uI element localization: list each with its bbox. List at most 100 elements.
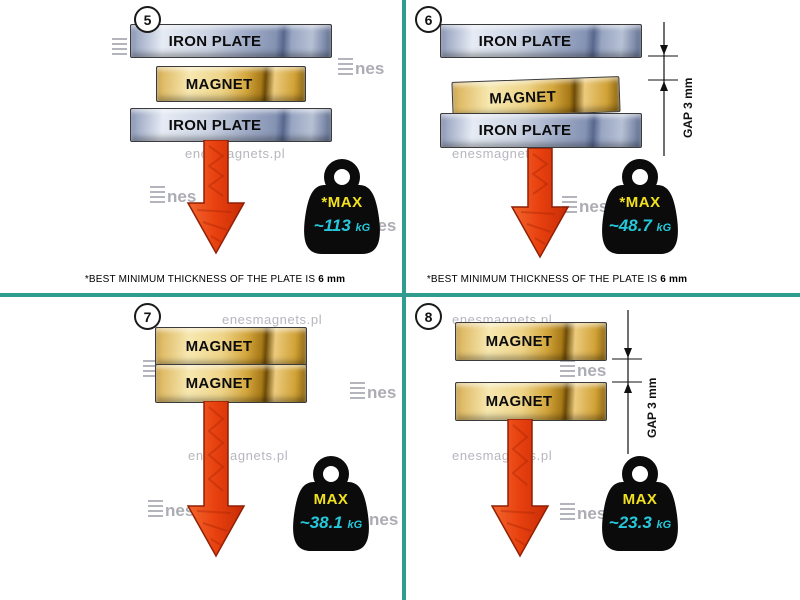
max-label: MAX xyxy=(622,491,658,508)
arrow-shape xyxy=(186,401,246,558)
footnote-text: *BEST MINIMUM THICKNESS OF THE PLATE IS xyxy=(84,274,319,285)
magnet-label: MAGNET xyxy=(485,393,553,410)
weight-value: ~48.7 kG xyxy=(596,216,684,236)
magnet-label: MAGNET xyxy=(489,87,557,108)
magnet-label: MAGNET xyxy=(485,333,553,350)
force-arrow xyxy=(490,419,550,558)
magnet-label: MAGNET xyxy=(185,75,253,93)
footnote-bold: 6 mm xyxy=(318,274,346,285)
weight-value: ~113 kG xyxy=(298,216,386,236)
enes-logo-bars xyxy=(112,38,127,57)
panel-7: enesmagnets.pl enesmagnets.pl nes nes ne… xyxy=(0,297,402,600)
iron-plate-bar-top: IRON PLATE xyxy=(440,24,642,58)
enes-logo-text: nes xyxy=(367,383,397,402)
enes-logo-text: nes xyxy=(165,501,195,520)
iron-plate-label: IRON PLATE xyxy=(478,32,572,50)
step-number-badge: 6 xyxy=(415,6,442,33)
site-watermark: enesmagnets.pl xyxy=(452,146,553,161)
enes-logo-text: nes xyxy=(579,197,609,216)
force-arrow xyxy=(510,148,570,259)
panel-8: enesmagnets.pl enesmagnets.pl nes nes 8 … xyxy=(406,297,800,600)
arrow-shape xyxy=(186,140,246,255)
max-label: MAX xyxy=(313,491,349,508)
max-label: *MAX xyxy=(321,194,363,211)
magnet-label: MAGNET xyxy=(185,375,253,392)
magnet-bar: MAGNET xyxy=(156,66,306,102)
enes-logo-watermark: nes xyxy=(560,360,606,379)
weight-kettlebell: MAX ~23.3 kG xyxy=(596,455,684,555)
panel-5: enesmagnets.pl nes nes nes nes 5 IRON PL… xyxy=(0,0,402,293)
footnote-bold: 6 mm xyxy=(660,274,688,285)
arrow-shape xyxy=(490,419,550,558)
weight-number: ~38.1 xyxy=(299,513,343,532)
enes-logo-text: nes xyxy=(167,187,197,206)
iron-plate-bar-top: IRON PLATE xyxy=(130,24,332,58)
enes-logo-bars xyxy=(148,500,163,519)
weight-unit: kG xyxy=(355,222,371,234)
iron-plate-bar-bottom: IRON PLATE xyxy=(130,108,332,142)
enes-logo-watermark: nes xyxy=(560,503,606,522)
weight-kettlebell: *MAX ~48.7 kG xyxy=(596,158,684,258)
weight-kettlebell: MAX ~38.1 kG xyxy=(287,455,375,555)
iron-plate-label: IRON PLATE xyxy=(168,116,262,134)
kettlebell-icon xyxy=(304,159,380,254)
enes-logo-text: nes xyxy=(355,59,385,78)
panel-6: enesmagnets.pl nes nes 6 IRON PLATE MAGN… xyxy=(406,0,800,293)
max-label: *MAX xyxy=(619,194,661,211)
weight-unit: kG xyxy=(656,222,672,234)
weight-number: ~48.7 xyxy=(608,216,652,235)
gap-label: GAP 3 mm xyxy=(681,78,695,138)
step-number-badge: 5 xyxy=(134,6,161,33)
kettlebell-icon xyxy=(293,456,369,551)
footnote: *BEST MINIMUM THICKNESS OF THE PLATE IS … xyxy=(25,274,405,285)
weight-number: ~23.3 xyxy=(608,513,652,532)
enes-logo-bars xyxy=(143,360,158,379)
site-watermark: enesmagnets.pl xyxy=(222,312,323,327)
magnet-bar-top: MAGNET xyxy=(455,322,607,361)
magnet-label: MAGNET xyxy=(185,338,253,355)
enes-logo-watermark: nes xyxy=(150,186,196,205)
kettlebell-icon xyxy=(602,159,678,254)
iron-plate-label: IRON PLATE xyxy=(478,122,572,139)
weight-kettlebell: *MAX ~113 kG xyxy=(298,158,386,258)
vertical-divider xyxy=(402,0,406,600)
enes-logo-bars xyxy=(150,186,165,205)
magnet-bar-top: MAGNET xyxy=(155,327,307,366)
enes-logo-text: nes xyxy=(577,504,607,523)
arrow-scribble xyxy=(196,145,232,243)
step-number-badge: 7 xyxy=(134,303,161,330)
enes-logo-watermark: nes xyxy=(148,500,194,519)
enes-logo-text: nes xyxy=(577,361,607,380)
arrow-scribble xyxy=(520,153,556,245)
magnet-bar-bottom: MAGNET xyxy=(455,382,607,421)
weight-unit: kG xyxy=(347,519,363,531)
weight-number: ~113 xyxy=(313,216,351,235)
enes-logo-watermark: nes xyxy=(338,58,384,77)
enes-logo-watermark: nes xyxy=(350,382,396,401)
force-arrow xyxy=(186,140,246,255)
force-arrow xyxy=(186,401,246,558)
kettlebell-icon xyxy=(602,456,678,551)
enes-logo-bars xyxy=(350,382,365,401)
iron-plate-bar-bottom: IRON PLATE xyxy=(440,113,642,148)
gap-dimension: GAP 3 mm xyxy=(612,310,659,454)
footnote-text: *BEST MINIMUM THICKNESS OF THE PLATE IS xyxy=(426,274,661,285)
step-number-badge: 8 xyxy=(415,303,442,330)
enes-logo-text: nes xyxy=(369,510,399,529)
gap-dimension: GAP 3 mm xyxy=(648,22,695,156)
arrow-scribble xyxy=(500,424,536,546)
arrow-shape xyxy=(510,148,570,259)
iron-plate-label: IRON PLATE xyxy=(168,32,262,50)
enes-logo-bars xyxy=(338,58,353,77)
horizontal-divider xyxy=(0,293,800,297)
weight-value: ~23.3 kG xyxy=(596,513,684,533)
magnet-bar: MAGNET xyxy=(451,76,621,118)
magnet-bar-bottom: MAGNET xyxy=(155,364,307,403)
footnote: *BEST MINIMUM THICKNESS OF THE PLATE IS … xyxy=(407,274,707,285)
weight-unit: kG xyxy=(656,519,672,531)
arrow-scribble xyxy=(196,406,232,546)
enes-logo-bars xyxy=(560,503,575,522)
gap-label: GAP 3 mm xyxy=(645,378,659,438)
weight-value: ~38.1 kG xyxy=(287,513,375,533)
